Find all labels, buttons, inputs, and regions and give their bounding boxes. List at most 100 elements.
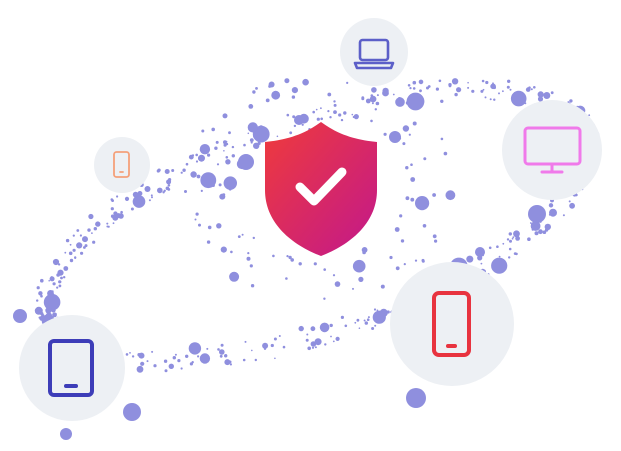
particle-dot (538, 229, 543, 235)
particle-dot (366, 318, 370, 322)
particle-dot (406, 388, 426, 408)
particle-dot (74, 256, 77, 259)
particle-dot (329, 323, 333, 328)
particle-dot (83, 246, 86, 249)
particle-dot (194, 218, 197, 221)
particle-dot (224, 354, 228, 358)
particle-dot (293, 124, 297, 128)
particle-dot (124, 196, 130, 201)
particle-dot (315, 108, 318, 111)
particle-dot (195, 153, 198, 157)
particle-dot (40, 294, 43, 298)
particle-dot (146, 360, 149, 363)
particle-dot (407, 84, 411, 87)
particle-dot (195, 212, 199, 216)
particle-dot (243, 143, 246, 147)
particle-dot (60, 276, 63, 280)
particle-dot (286, 255, 289, 258)
small-phone-circle (94, 137, 150, 193)
particle-dot (168, 363, 174, 369)
particle-dot (515, 236, 520, 241)
particle-dot (490, 83, 496, 90)
particle-dot (544, 228, 549, 232)
particle-dot (405, 196, 410, 201)
phone-icon (113, 151, 130, 178)
particle-dot (76, 229, 80, 232)
smartphone-node (390, 262, 514, 386)
particle-dot (206, 347, 209, 350)
particle-dot (498, 92, 500, 95)
particle-dot (371, 327, 375, 330)
particle-dot (525, 87, 531, 92)
particle-dot (471, 89, 475, 93)
particle-dot (334, 281, 341, 287)
particle-dot (180, 171, 183, 174)
particle-dot (410, 163, 413, 166)
particle-dot (370, 119, 373, 123)
particle-dot (259, 125, 263, 129)
particle-dot (484, 96, 487, 99)
particle-dot (270, 343, 274, 348)
particle-dot (56, 273, 60, 277)
particle-dot (394, 227, 400, 232)
particle-dot (400, 239, 405, 243)
particle-dot (229, 271, 240, 282)
particle-dot (284, 78, 290, 84)
particle-dot (132, 195, 146, 208)
laptop-icon (353, 38, 395, 70)
particle-dot (435, 87, 439, 91)
particle-dot (172, 356, 176, 360)
particle-dot (130, 207, 134, 211)
particle-dot (423, 157, 427, 161)
particle-dot (323, 297, 326, 300)
particle-dot (50, 308, 53, 311)
particle-dot (329, 116, 332, 119)
particle-dot (220, 343, 224, 347)
particle-dot (215, 140, 219, 144)
particle-dot (372, 310, 386, 324)
particle-dot (502, 90, 504, 93)
particle-dot (451, 78, 459, 85)
particle-dot (467, 86, 470, 89)
particle-dot (72, 248, 76, 252)
particle-dot (180, 367, 183, 370)
particle-dot (251, 349, 253, 352)
particle-dot (80, 251, 84, 255)
particle-dot (225, 159, 231, 165)
particle-dot (252, 236, 255, 240)
particle-dot (533, 86, 536, 89)
particle-dot (332, 274, 336, 277)
particle-dot (190, 171, 197, 178)
particle-dot (507, 79, 511, 84)
particle-dot (132, 191, 139, 198)
particle-dot (252, 90, 256, 94)
particle-dot (530, 88, 533, 91)
tablet-icon (48, 339, 94, 397)
particle-dot (403, 263, 406, 266)
particle-dot (310, 326, 316, 332)
particle-dot (237, 235, 241, 239)
particle-dot (496, 245, 499, 248)
particle-dot (389, 255, 393, 260)
particle-dot (340, 118, 344, 122)
particle-dot (163, 359, 168, 363)
particle-dot (110, 207, 114, 211)
monitor-node (502, 100, 602, 200)
particle-dot (211, 183, 215, 187)
laptop-circle (340, 18, 408, 86)
particle-dot (139, 365, 142, 368)
particle-dot (369, 95, 377, 103)
particle-dot (310, 341, 317, 347)
particle-dot (543, 92, 551, 99)
particle-dot (515, 252, 518, 256)
particle-dot (353, 265, 357, 269)
particle-dot (148, 187, 150, 189)
particle-dot (93, 227, 98, 231)
particle-dot (489, 98, 492, 101)
particle-dot (36, 286, 40, 290)
particle-dot (419, 89, 422, 93)
particle-dot (438, 79, 442, 83)
particle-dot (488, 246, 492, 250)
particle-dot (340, 315, 344, 319)
particle-dot (138, 352, 145, 359)
